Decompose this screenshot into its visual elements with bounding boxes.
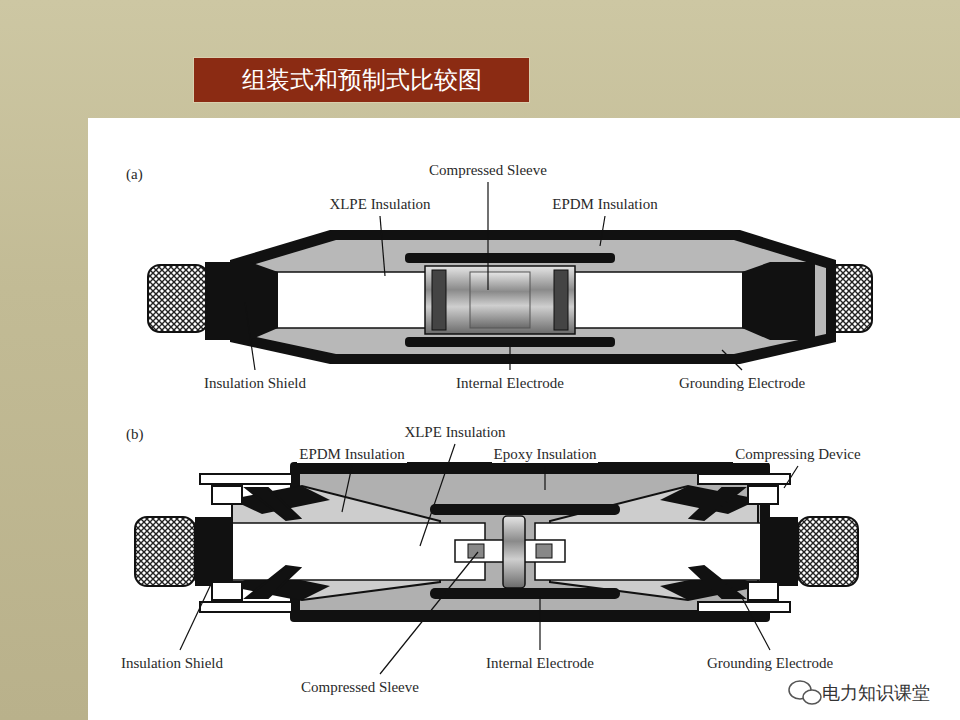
- part-label: Internal Electrode: [484, 654, 596, 672]
- joint-b: [135, 462, 858, 622]
- part-label: Grounding Electrode: [677, 374, 807, 392]
- watermark: 电力知识课堂: [820, 682, 932, 704]
- internal-electrode: [405, 253, 615, 263]
- part-label: Compressing Device: [733, 445, 862, 463]
- slide-title: 组装式和预制式比较图: [193, 57, 530, 103]
- insulation-shield: [760, 517, 798, 586]
- part-label: Grounding Electrode: [705, 654, 835, 672]
- compressed-sleeve: [425, 266, 575, 334]
- part-label: Insulation Shield: [202, 374, 308, 392]
- leader-lines: [180, 182, 798, 674]
- insulation-shield: [195, 517, 233, 586]
- white-panel: [88, 118, 960, 720]
- joint-a: [148, 230, 872, 364]
- xlpe-insulation: [208, 272, 812, 328]
- sleeve-center: [470, 272, 530, 328]
- panel-tag: (a): [124, 165, 145, 183]
- wechat-icon: [789, 681, 821, 704]
- xlpe-insulation: [535, 523, 798, 580]
- sleeve-ridge: [432, 270, 446, 330]
- part-label: Epoxy Insulation: [492, 445, 599, 463]
- cable-sheath: [135, 517, 195, 586]
- part-label: EPDM Insulation: [297, 445, 406, 463]
- part-label: XLPE Insulation: [402, 423, 507, 441]
- part-label: EPDM Insulation: [550, 195, 659, 213]
- compressed-sleeve: [536, 544, 552, 558]
- sleeve-ridge: [554, 270, 568, 330]
- compressing-device: [200, 474, 790, 612]
- internal-electrode: [430, 588, 620, 599]
- part-label: Insulation Shield: [119, 654, 225, 672]
- compressed-sleeve: [468, 544, 484, 558]
- part-label: Internal Electrode: [454, 374, 566, 392]
- insulation-shield: [742, 262, 815, 340]
- part-label: Compressed Sleeve: [427, 161, 549, 179]
- cable-sheath: [798, 517, 858, 586]
- cable-sheath: [148, 265, 208, 332]
- insulation-shield: [205, 262, 278, 340]
- part-label: XLPE Insulation: [327, 195, 432, 213]
- panel-tag: (b): [124, 425, 146, 443]
- part-label: Compressed Sleeve: [299, 678, 421, 696]
- center-disk: [503, 516, 525, 588]
- internal-electrode: [430, 504, 620, 515]
- xlpe-insulation: [195, 523, 485, 580]
